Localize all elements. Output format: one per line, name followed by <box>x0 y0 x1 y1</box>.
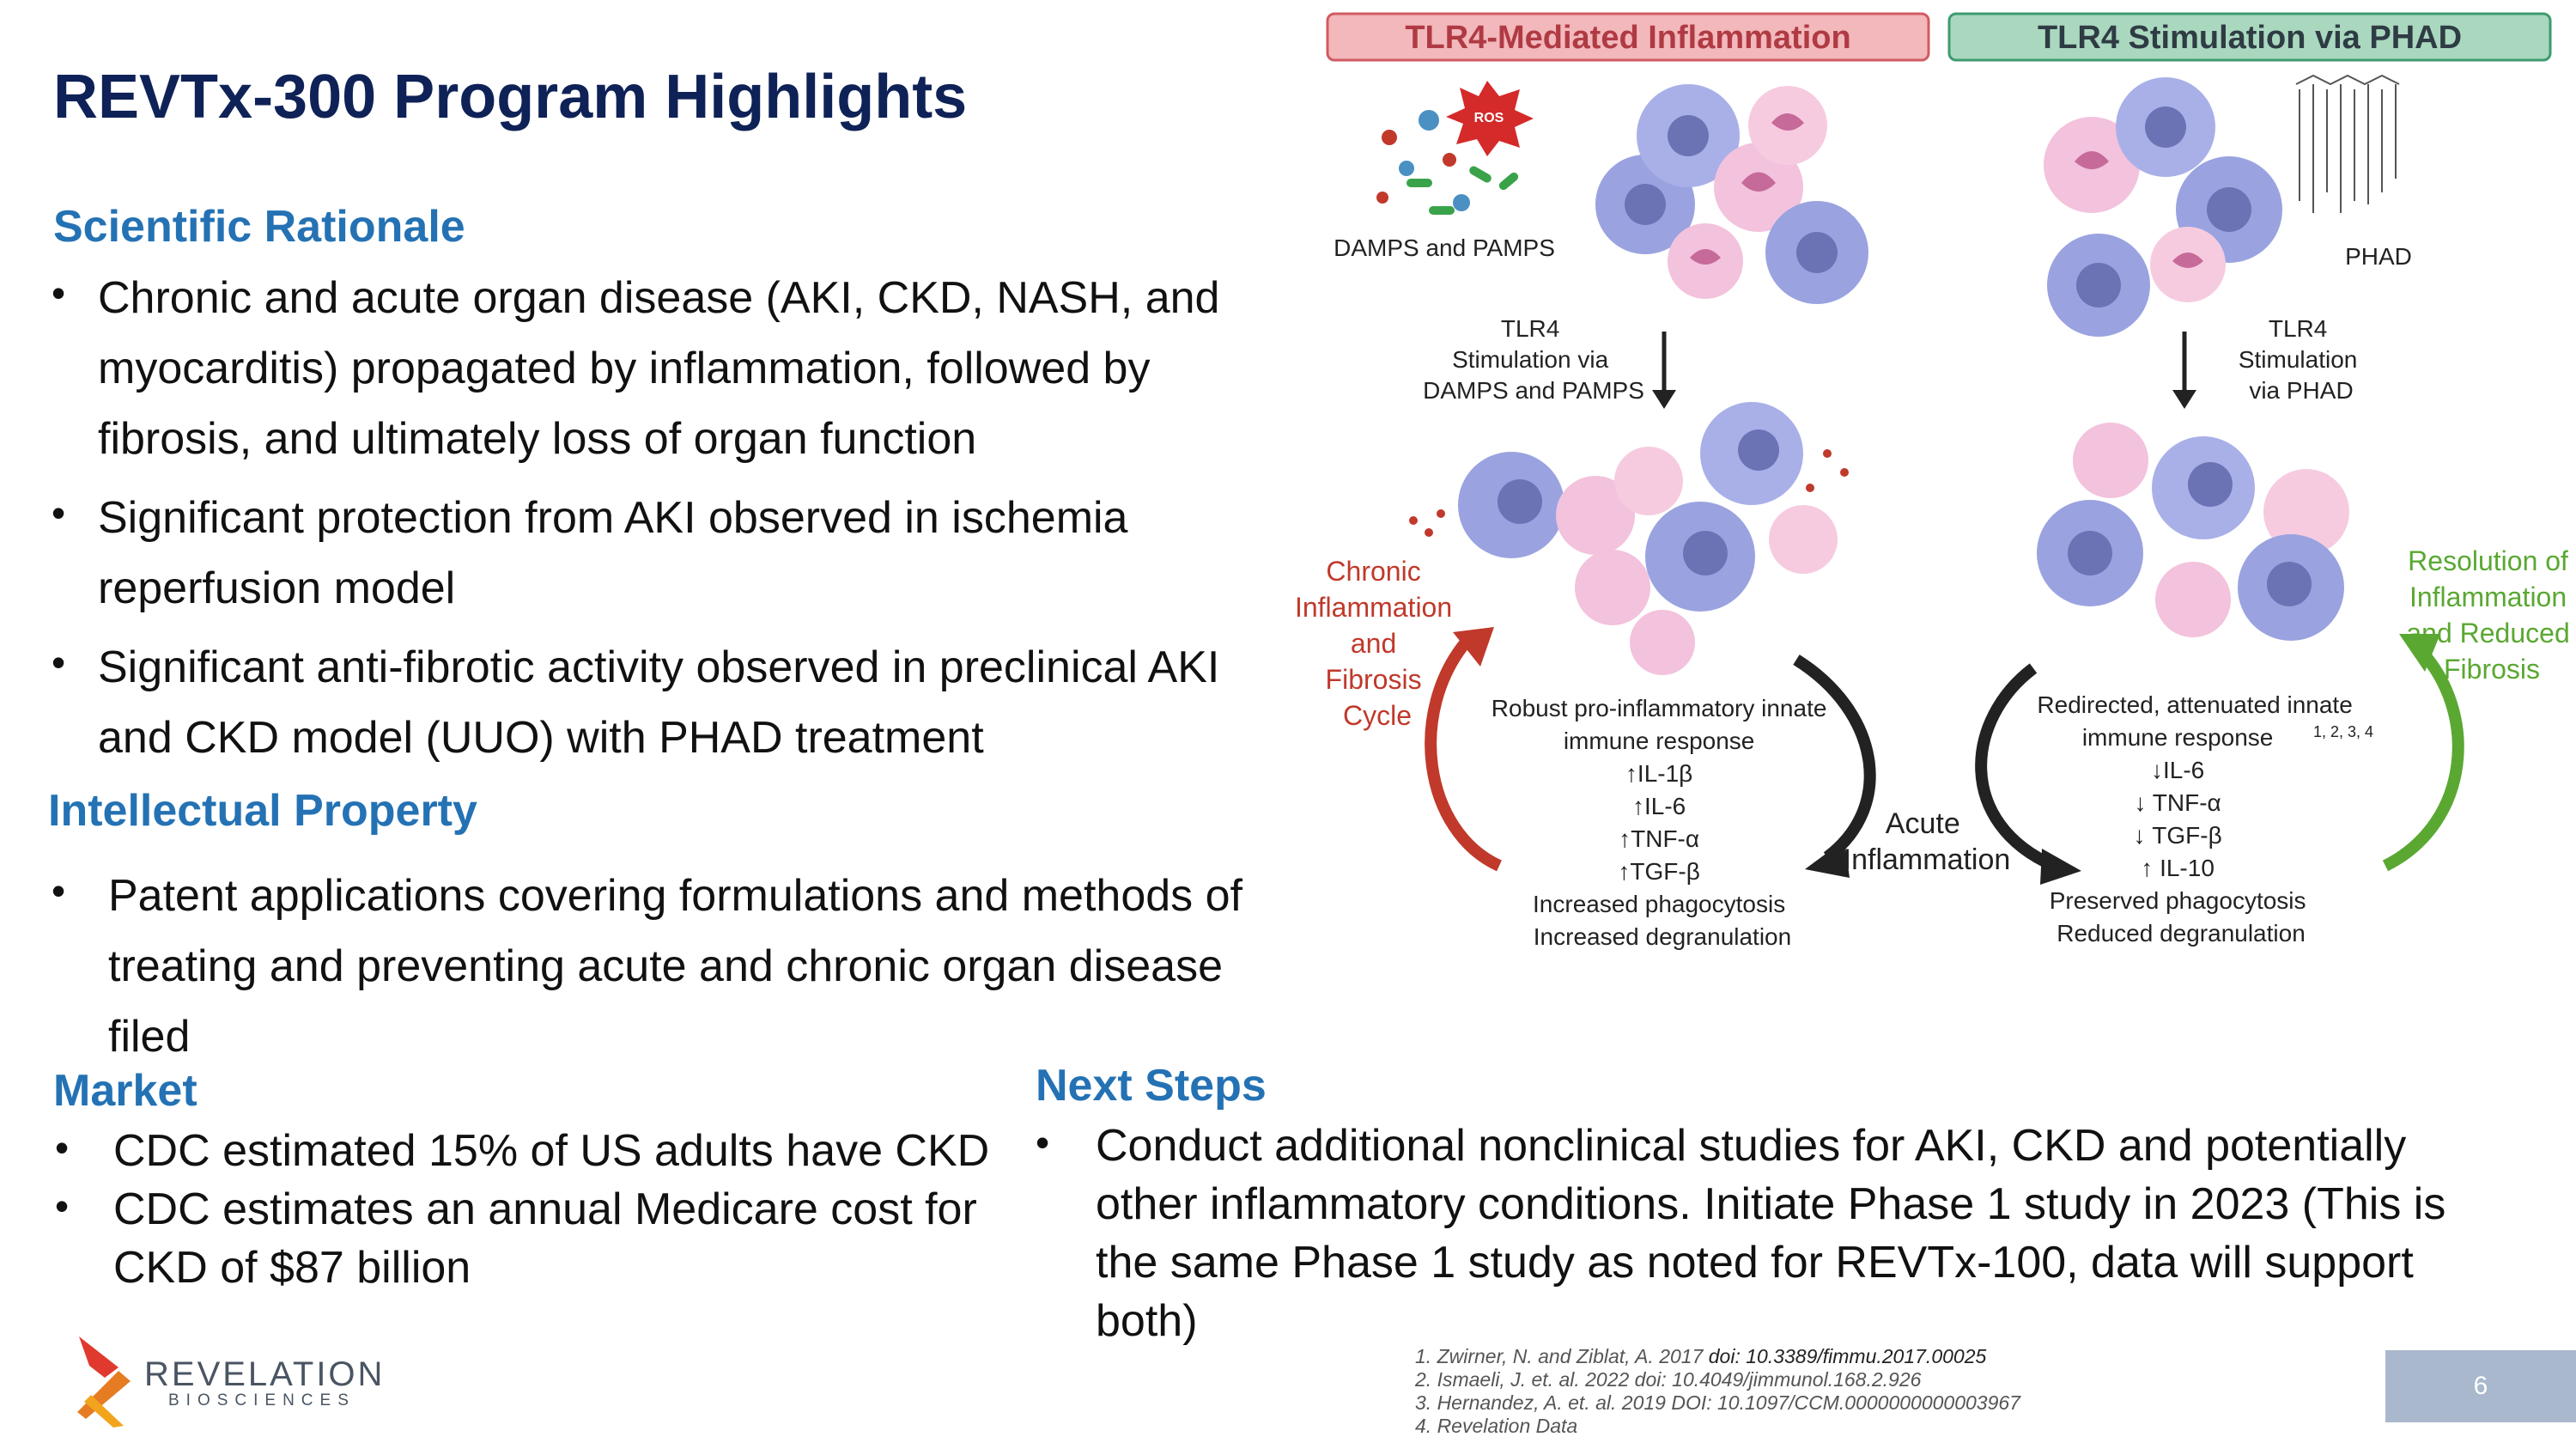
right-top-cells-icon <box>2044 77 2282 337</box>
list-item: •Conduct additional nonclinical studies … <box>1036 1117 2512 1350</box>
intellectual-property-list: •Patent applications covering formulatio… <box>52 861 1271 1081</box>
bullet-icon: • <box>55 1184 70 1228</box>
right-refs-superscript: 1, 2, 3, 4 <box>2313 723 2373 740</box>
market-heading: Market <box>53 1066 197 1116</box>
left-header-box <box>1326 12 1930 62</box>
bullet-icon: • <box>52 868 66 913</box>
list-item: •CDC estimated 15% of US adults have CKD <box>55 1122 999 1180</box>
left-response-text: Robust pro-inflammatory innate immune re… <box>1492 695 1833 950</box>
right-header-box <box>1947 12 2552 62</box>
list-item: •Significant protection from AKI observe… <box>52 483 1288 624</box>
acute-cycle-arrow <box>1793 654 1876 862</box>
next-steps-list: •Conduct additional nonclinical studies … <box>1036 1117 2512 1350</box>
revelation-logo-icon <box>77 1336 131 1428</box>
logo-subtitle: BIOSCIENCES <box>168 1391 355 1409</box>
list-item: •Chronic and acute organ disease (AKI, C… <box>52 263 1288 474</box>
page-title: REVTx-300 Program Highlights <box>53 63 968 131</box>
chronic-cycle-label: Chronic Inflammation and Fibrosis Cycle <box>1295 556 1460 731</box>
left-mid-cells-icon <box>1409 402 1849 675</box>
ros-burst-icon <box>1446 81 1534 156</box>
acute-inflammation-label: Acute Inflammation <box>1844 807 2011 876</box>
damps-pamps-icon <box>1376 110 1519 215</box>
references: 1. Zwirner, N. and Ziblat, A. 2017 doi: … <box>1415 1345 2020 1438</box>
bullet-icon: • <box>52 490 66 535</box>
list-item: •Patent applications covering formulatio… <box>52 861 1271 1072</box>
svg-text:ROS: ROS <box>1474 111 1504 125</box>
intellectual-property-heading: Intellectual Property <box>48 786 477 836</box>
market-list: •CDC estimated 15% of US adults have CKD… <box>55 1122 999 1297</box>
right-stim-label: TLR4 Stimulation via PHAD <box>2239 315 2364 404</box>
list-item: •CDC estimates an annual Medicare cost f… <box>55 1180 999 1297</box>
scientific-rationale-list: •Chronic and acute organ disease (AKI, C… <box>52 263 1288 782</box>
right-header: TLR4 Stimulation via PHAD <box>2038 20 2462 56</box>
reference-line: 1. Zwirner, N. and Ziblat, A. 2017 doi: … <box>1415 1345 1987 1367</box>
bullet-icon: • <box>52 640 66 685</box>
reference-line: 4. Revelation Data <box>1415 1415 1578 1437</box>
right-response-text: Redirected, attenuated innate immune res… <box>2037 691 2359 947</box>
left-header: TLR4-Mediated Inflammation <box>1405 20 1850 56</box>
reference-line: 2. Ismaeli, J. et. al. 2022 doi: 10.4049… <box>1415 1368 1922 1391</box>
resolution-cycle-arrow <box>2382 643 2464 872</box>
scientific-rationale-heading: Scientific Rationale <box>53 202 465 252</box>
list-item: •Significant anti-fibrotic activity obse… <box>52 632 1288 773</box>
logo-name: REVELATION <box>144 1355 386 1393</box>
tlr4-diagram: TLR4-Mediated Inflammation TLR4 Stimulat… <box>1295 12 2570 950</box>
left-stim-label: TLR4 Stimulation via DAMPS and PAMPS <box>1423 315 1644 404</box>
right-acute-arrow <box>1975 663 2057 872</box>
bullet-icon: • <box>1036 1120 1050 1165</box>
page-number: 6 <box>2385 1350 2576 1422</box>
bullet-icon: • <box>52 271 66 315</box>
phad-label: PHAD <box>2345 243 2412 270</box>
next-steps-heading: Next Steps <box>1036 1061 1267 1111</box>
phad-molecule-icon <box>2295 74 2400 213</box>
chronic-cycle-arrow <box>1425 635 1503 872</box>
damps-label: DAMPS and PAMPS <box>1334 234 1555 261</box>
right-mid-cells-icon <box>2037 423 2349 641</box>
bullet-icon: • <box>55 1125 70 1170</box>
reference-line: 3. Hernandez, A. et. al. 2019 DOI: 10.10… <box>1415 1391 2020 1414</box>
left-top-cells-icon <box>1595 84 1868 304</box>
